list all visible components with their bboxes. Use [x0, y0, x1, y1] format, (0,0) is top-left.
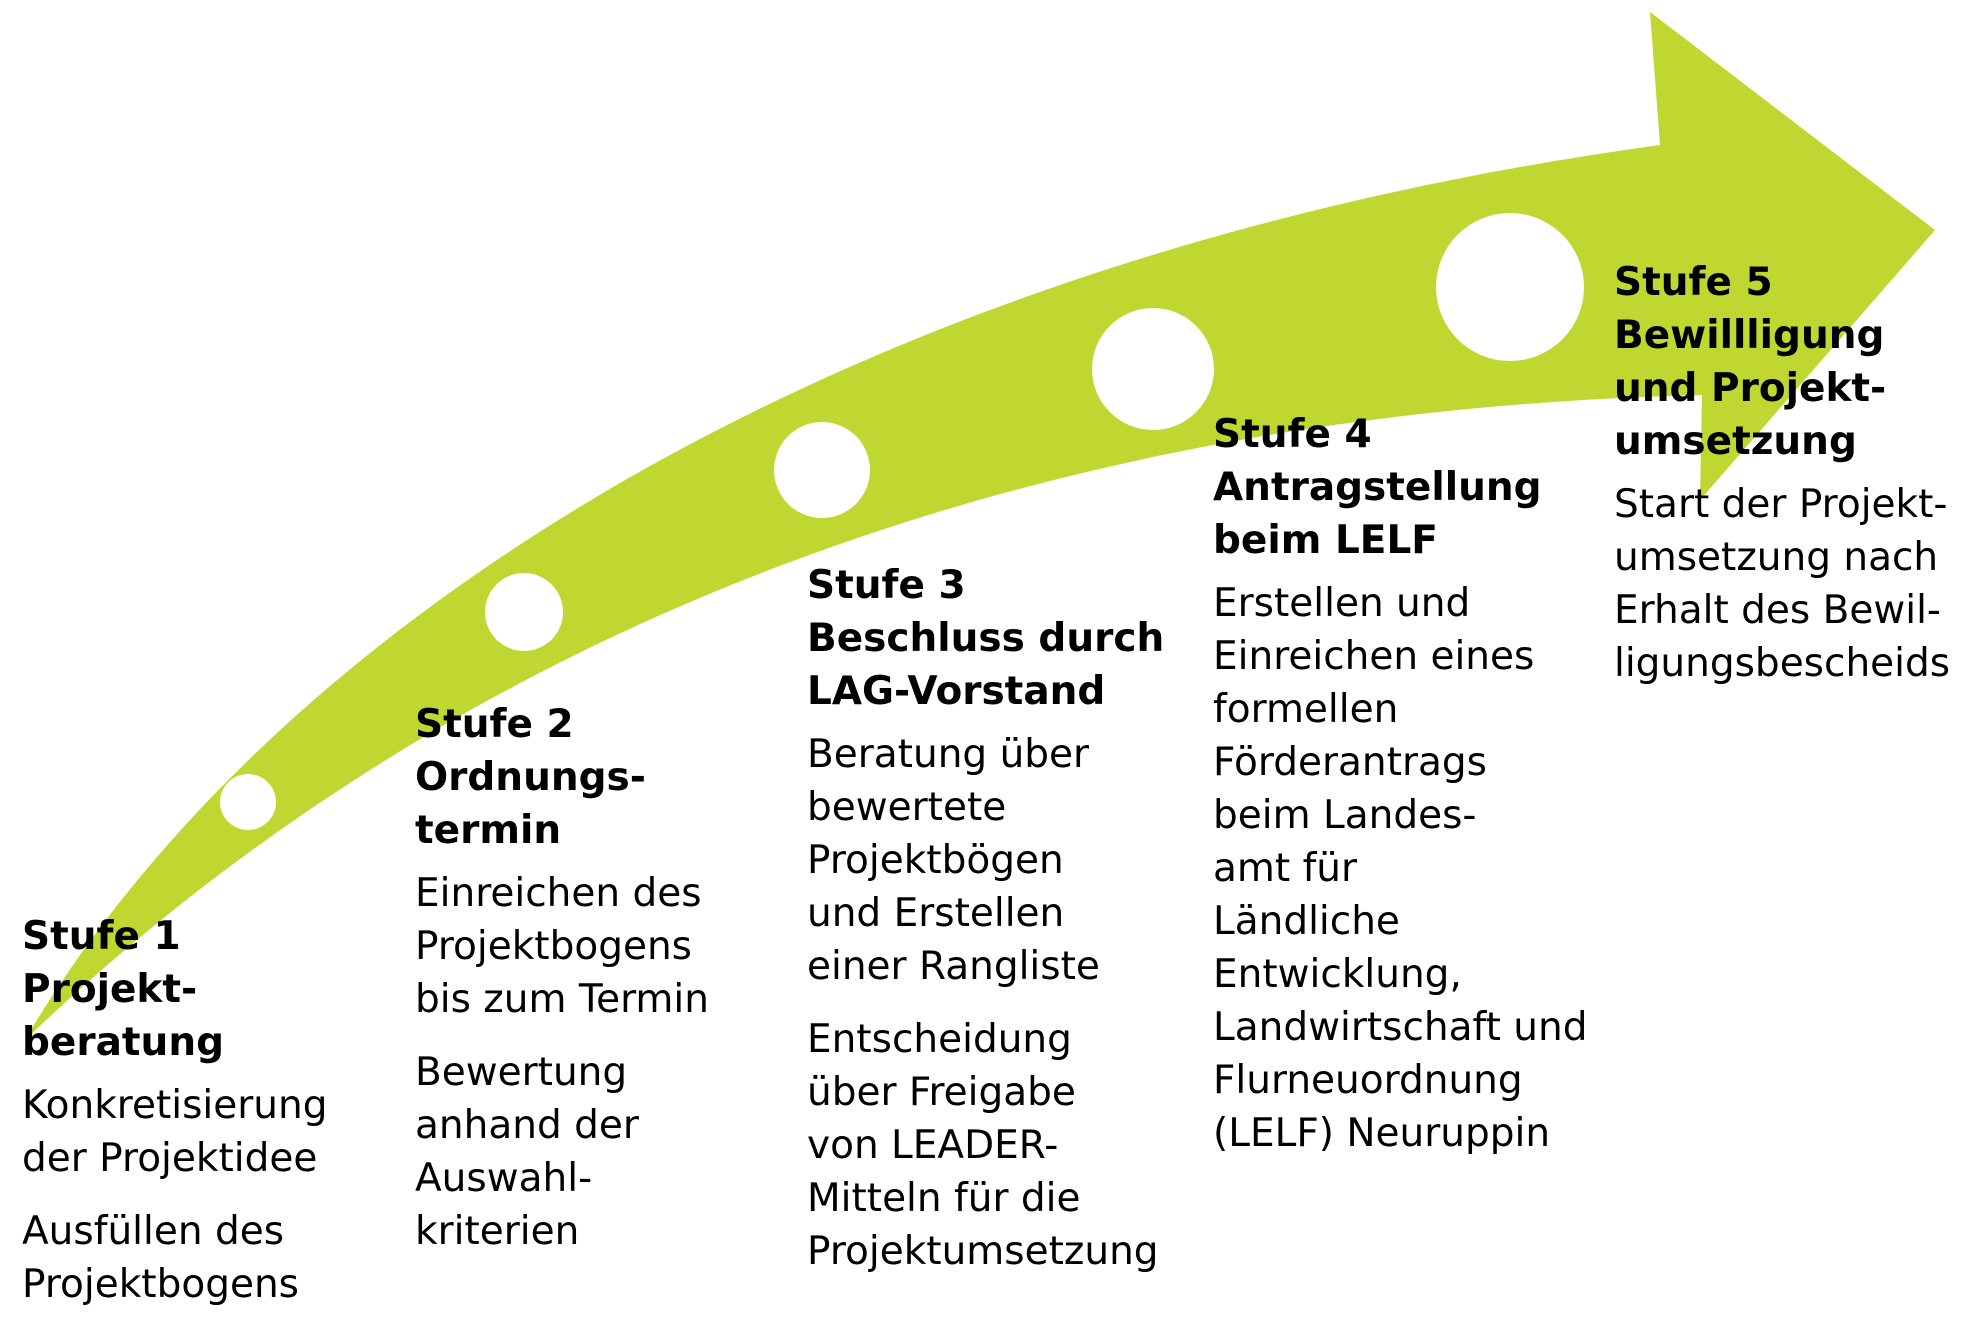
stage-description-line: Einreichen des	[415, 871, 702, 916]
stage-marker-5	[1436, 213, 1584, 361]
stage-title-line: LAG-Vorstand	[807, 669, 1106, 714]
stage-title: Stufe 2 Ordnungs-termin	[415, 698, 709, 857]
stage-description-line: Auswahl-	[415, 1156, 593, 1201]
stage-title-line: Stufe 3	[807, 563, 966, 608]
stage-description-line: Projektumsetzung	[807, 1229, 1159, 1274]
stage-description-line: umsetzung nach	[1614, 535, 1939, 580]
stage-title-line: Stufe 2	[415, 702, 574, 747]
stage-description-line: Erstellen und	[1213, 581, 1471, 626]
stage-description-line: Projektbögen	[807, 838, 1064, 883]
stage-description-line: Förderantrags	[1213, 740, 1487, 785]
stage-4: Stufe 4 Antragstellung beim LELF Erstellen …	[1213, 408, 1587, 1160]
stage-description-line: Mitteln für die	[807, 1176, 1081, 1221]
stage-title-line: Ordnungs-	[415, 755, 646, 800]
stage-description-line: Ausfüllen des	[22, 1209, 285, 1254]
stage-5: Stufe 5 Bewillligung und Projekt-umsetzung…	[1614, 256, 1950, 690]
stage-marker-4	[1092, 308, 1214, 430]
stage-description-line: und Erstellen	[807, 891, 1065, 936]
stage-description-line: der Projektidee	[22, 1136, 318, 1181]
stage-marker-2	[485, 573, 563, 651]
stage-marker-3	[774, 422, 870, 518]
stage-description-line: (LELF) Neuruppin	[1213, 1111, 1551, 1156]
stage-description-line: Bewertung	[415, 1050, 628, 1095]
stage-description-line: beim Landes-	[1213, 793, 1477, 838]
stage-title: Stufe 1 Projekt-beratung	[22, 910, 327, 1069]
stage-description-line: bis zum Termin	[415, 977, 709, 1022]
stage-description-line: Erhalt des Bewil-	[1614, 588, 1941, 633]
stage-description-line: bewertete	[807, 785, 1007, 830]
stage-title: Stufe 4 Antragstellung beim LELF	[1213, 408, 1587, 567]
stage-title-line: Beschluss durch	[807, 616, 1165, 661]
stage-description-line: Landwirtschaft und	[1213, 1005, 1588, 1050]
stage-description-line: Start der Projekt-	[1614, 482, 1948, 527]
stage-title-line: termin	[415, 808, 562, 853]
stage-description-line: amt für	[1213, 846, 1358, 891]
stage-description-line: Flurneuordnung	[1213, 1058, 1523, 1103]
stage-title-line: beratung	[22, 1020, 225, 1065]
stage-description-line: einer Rangliste	[807, 944, 1100, 989]
stage-title-line: umsetzung	[1614, 419, 1857, 464]
stage-description-line: Ländliche	[1213, 899, 1400, 944]
stage-title-line: Stufe 1	[22, 914, 181, 959]
stage-description-line: formellen	[1213, 687, 1399, 732]
stage-description-line: Konkretisierung	[22, 1083, 328, 1128]
stage-description: Konkretisierung der Projektidee	[22, 1079, 327, 1185]
stage-description-line: über Freigabe	[807, 1070, 1076, 1115]
stage-title-line: Stufe 5	[1614, 260, 1773, 305]
stage-marker-1	[220, 774, 276, 830]
stage-description-line: kriterien	[415, 1209, 580, 1254]
stage-description-line: Projektbogens	[22, 1262, 299, 1307]
stage-description-line: Beratung über	[807, 732, 1090, 777]
stage-description-line: anhand der	[415, 1103, 639, 1148]
stage-description-line: von LEADER-	[807, 1123, 1059, 1168]
stage-title-line: Antragstellung	[1213, 465, 1542, 510]
stage-title-line: und Projekt-	[1614, 366, 1887, 411]
stage-description-line: Projektbogens	[415, 924, 692, 969]
stage-title: Stufe 5 Bewillligung und Projekt-umsetzung	[1614, 256, 1950, 468]
stage-title-line: Bewillligung	[1614, 313, 1885, 358]
stage-description-line: Entwicklung,	[1213, 952, 1462, 997]
stage-title-line: Projekt-	[22, 967, 198, 1012]
stage-description-line: Entscheidung	[807, 1017, 1072, 1062]
stage-description-line: ligungsbescheids	[1614, 641, 1951, 686]
stage-title-line: Stufe 4	[1213, 412, 1372, 457]
stage-description-line: Einreichen eines	[1213, 634, 1535, 679]
stage-title-line: beim LELF	[1213, 518, 1438, 563]
stage-description: Entscheidung über Freigabe von LEADER- Mitt…	[807, 1013, 1164, 1278]
